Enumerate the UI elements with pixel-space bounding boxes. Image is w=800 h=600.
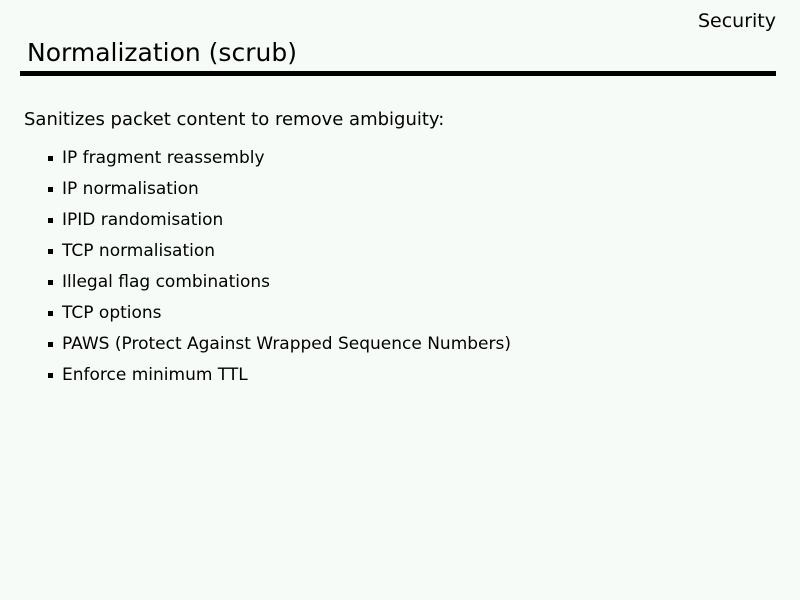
square-bullet-icon — [48, 311, 53, 316]
bullet-text: PAWS (Protect Against Wrapped Sequence N… — [62, 334, 511, 354]
list-item: Illegal flag combinations — [24, 267, 780, 298]
bullet-text: TCP options — [62, 303, 162, 323]
page-title: Normalization (scrub) — [27, 38, 297, 67]
bullet-text: TCP normalisation — [62, 241, 216, 261]
list-item: IP normalisation — [24, 174, 780, 205]
corner-label-security: Security — [697, 10, 776, 32]
square-bullet-icon — [48, 156, 53, 161]
square-bullet-icon — [48, 280, 53, 285]
square-bullet-icon — [48, 218, 53, 223]
list-item: TCP normalisation — [24, 236, 780, 267]
square-bullet-icon — [48, 249, 53, 254]
list-item: PAWS (Protect Against Wrapped Sequence N… — [24, 329, 780, 360]
bullet-list: IP fragment reassembly IP normalisation … — [24, 143, 780, 391]
square-bullet-icon — [48, 342, 53, 347]
square-bullet-icon — [48, 187, 53, 192]
bullet-text: Enforce minimum TTL — [62, 365, 248, 385]
slide-body: Sanitizes packet content to remove ambig… — [24, 108, 780, 391]
title-underline-rule — [20, 71, 776, 76]
list-item: TCP options — [24, 298, 780, 329]
intro-text: Sanitizes packet content to remove ambig… — [24, 109, 445, 130]
list-item: IPID randomisation — [24, 205, 780, 236]
list-item: IP fragment reassembly — [24, 143, 780, 174]
square-bullet-icon — [48, 373, 53, 378]
bullet-text: IPID randomisation — [62, 210, 224, 230]
bullet-text: IP normalisation — [62, 179, 199, 199]
list-item: Enforce minimum TTL — [24, 360, 780, 391]
bullet-text: IP fragment reassembly — [62, 148, 265, 168]
bullet-text: Illegal flag combinations — [62, 272, 271, 292]
